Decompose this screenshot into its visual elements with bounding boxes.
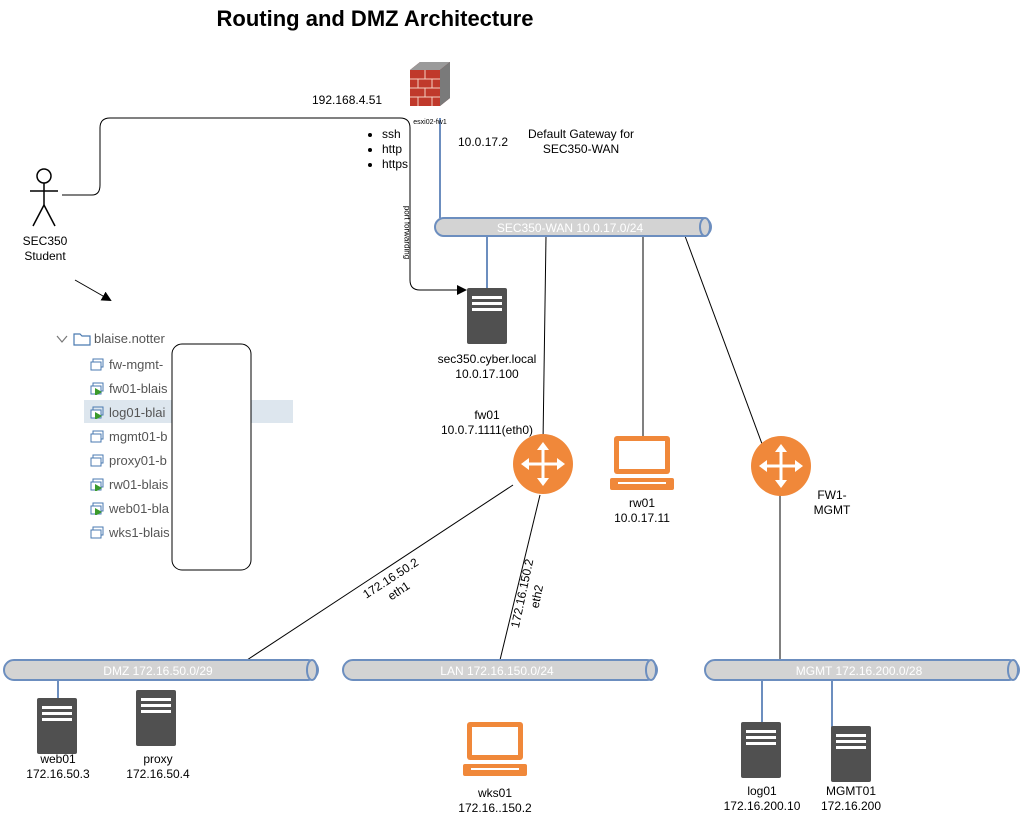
vm-tree-item[interactable]: rw01-blais (90, 473, 181, 495)
dmz-bus-label: DMZ 172.16.50.0/29 (103, 664, 213, 678)
vm-tree-item-label: fw-mgmt- (109, 356, 164, 372)
tree-folder-label[interactable]: blaise.notter (94, 331, 165, 346)
diagram-title: Routing and DMZ Architecture (216, 6, 534, 31)
vm-icon (90, 358, 104, 370)
wan-fw1mgmt-link (684, 235, 769, 461)
student-link (62, 117, 467, 295)
vm-tree-item[interactable]: proxy01-b (90, 449, 181, 471)
lan-bus-label: LAN 172.16.150.0/24 (440, 664, 554, 678)
folder-icon (73, 333, 91, 346)
laptop-icon-rw01 (610, 436, 674, 490)
vm-tree-item-label: proxy01-b (109, 452, 167, 468)
service-item: https (382, 157, 408, 172)
wan-bus-label: SEC350-WAN 10.0.17.0/24 (496, 221, 644, 235)
vm-tree-item[interactable]: mgmt01-b (90, 425, 181, 447)
vm-icon (90, 526, 104, 538)
port-forwarding-label: port forwarding (402, 205, 412, 260)
laptop-icon-wks01 (463, 722, 527, 776)
tree-overlay-box (171, 343, 252, 571)
mgmt-bus (704, 659, 1020, 681)
router-icon-fw1-mgmt (751, 436, 811, 496)
service-item: ssh (382, 127, 408, 142)
wan-ip-label: 192.168.4.51 (312, 93, 383, 107)
vm-tree-item-label: log01-blai (109, 404, 166, 420)
vm-tree-item-label: fw01-blais (109, 380, 168, 396)
router-icon-fw01 (513, 434, 573, 494)
server-icon-mgmt01 (831, 726, 871, 782)
fw1-mgmt-label: FW1-MGMT (813, 488, 851, 517)
chevron-down-icon (56, 335, 68, 343)
vm-powered-on-icon (90, 406, 104, 419)
vm-tree-item[interactable]: fw-mgmt- (90, 353, 181, 375)
vm-powered-on-icon (90, 478, 104, 491)
vm-tree-item[interactable]: web01-bla (90, 497, 181, 519)
fw01-lan-link (499, 494, 541, 661)
vm-tree-item[interactable]: fw01-blais (90, 377, 181, 399)
service-item: http (382, 142, 408, 157)
student-icon (30, 168, 58, 227)
firewall-ip-label: 10.0.17.2 (458, 135, 509, 149)
vm-powered-on-icon (90, 502, 104, 515)
student-arrow (74, 279, 112, 301)
vm-tree-item-label: rw01-blais (109, 476, 169, 492)
lan-bus (342, 659, 658, 681)
mgmt-bus-label: MGMT 172.16.200.0/28 (795, 664, 923, 678)
server-icon-proxy (136, 690, 176, 746)
wan-fw01-link (542, 235, 547, 443)
server-icon-web01 (37, 698, 77, 754)
firewall-icon (410, 62, 450, 106)
server-icon-log01 (741, 722, 781, 778)
vm-tree-item-label: web01-bla (109, 500, 169, 516)
vm-tree-item-label: mgmt01-b (109, 428, 168, 444)
firewall-label: esxi02-fw1 (413, 119, 447, 126)
vm-tree-item[interactable]: wks1-blais (90, 521, 181, 543)
vm-tree-item-label: wks1-blais (109, 524, 170, 540)
wan-bus (434, 217, 712, 237)
vm-tree-item[interactable]: log01-blai (90, 401, 181, 423)
dmz-bus (3, 659, 319, 681)
services-list: ssh http https (364, 127, 408, 172)
vm-icon (90, 430, 104, 442)
vm-icon (90, 454, 104, 466)
vm-powered-on-icon (90, 382, 104, 395)
fw01-dmz-link (246, 484, 514, 661)
server-icon-sec350 (467, 288, 507, 344)
